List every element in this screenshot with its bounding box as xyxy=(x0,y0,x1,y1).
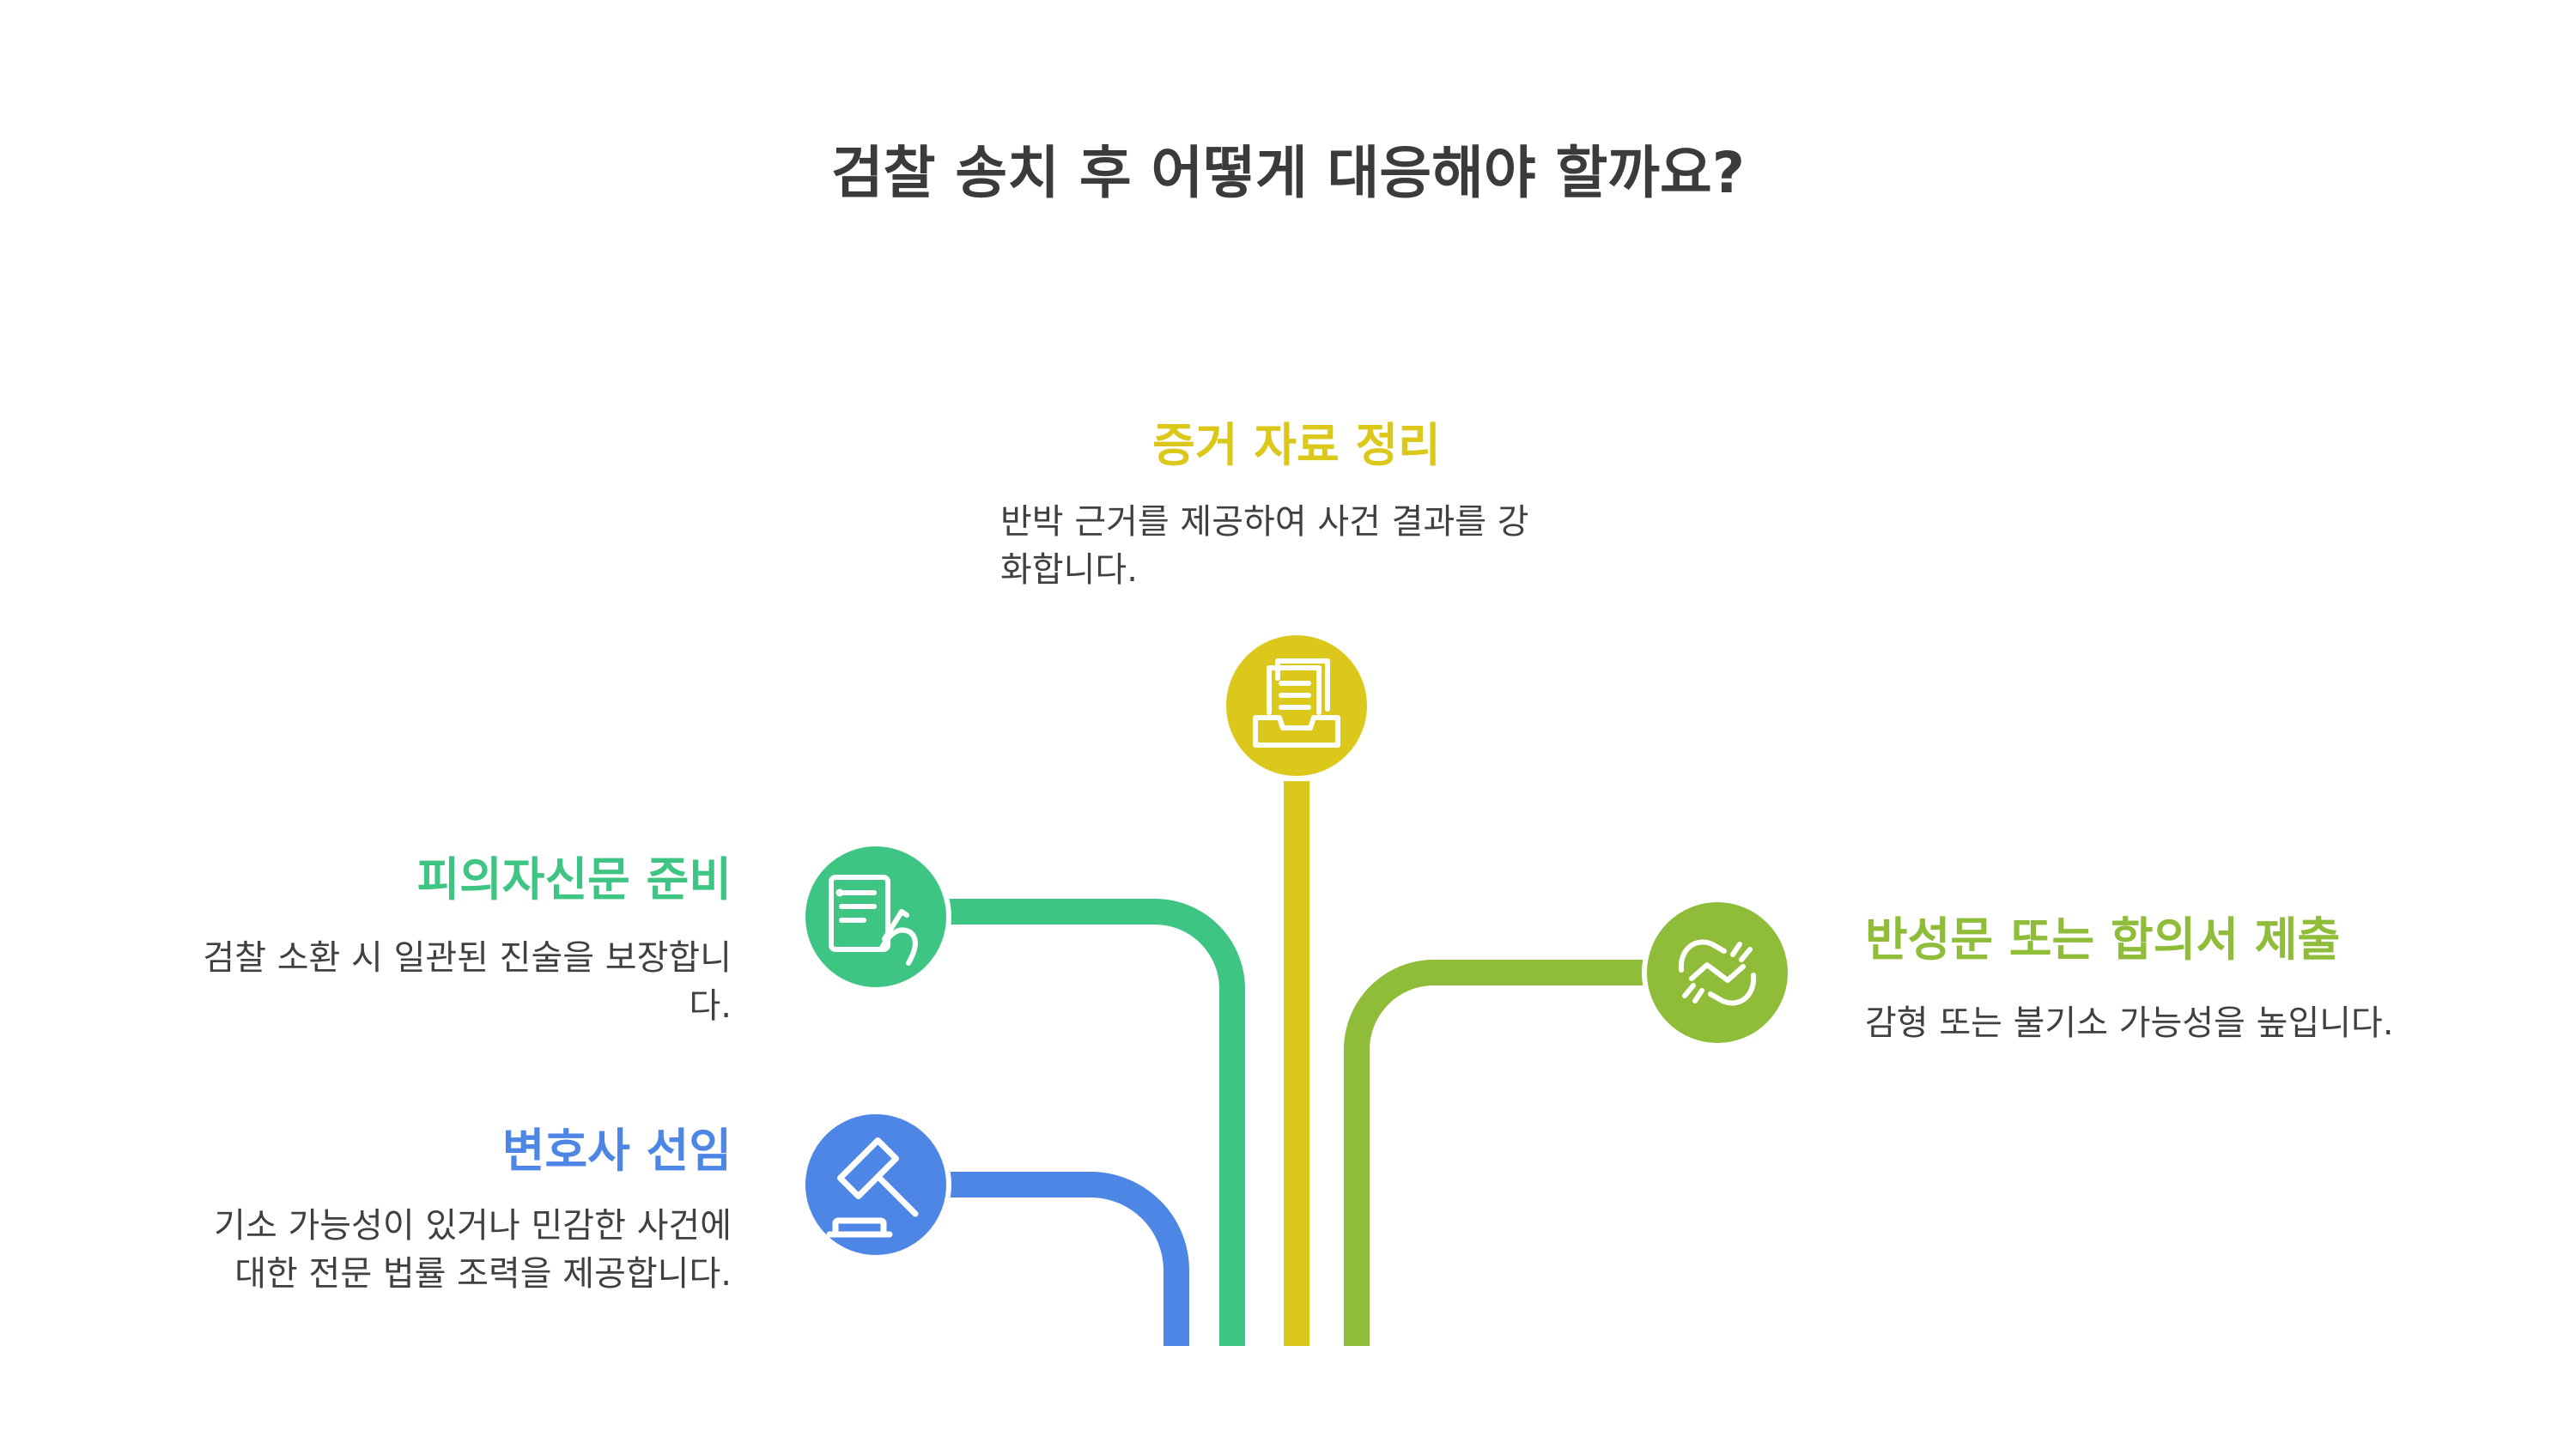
document-tray-icon xyxy=(1253,658,1340,748)
connector-line-remorse xyxy=(1344,960,1650,1346)
heading-evidence: 증거 자료 정리 xyxy=(1152,418,1441,472)
description-line: 감형 또는 불기소 가능성을 높입니다. xyxy=(1865,1003,2394,1043)
node-interrogation xyxy=(800,841,951,992)
description-evidence: 반박 근거를 제공하여 사건 결과를 강 화합니다. xyxy=(1000,498,1653,594)
description-line: 검찰 소환 시 일관된 진술을 보장합니 xyxy=(203,938,732,978)
heading-lawyer: 변호사 선임 xyxy=(501,1124,732,1178)
description-line: 기소 가능성이 있거나 민감한 사건에 xyxy=(214,1206,732,1246)
node-remorse xyxy=(1642,897,1793,1048)
node-evidence xyxy=(1221,630,1372,781)
handshake-icon xyxy=(1678,939,1757,1006)
page-title: 검찰 송치 후 어떻게 대응해야 할까요? xyxy=(831,140,1745,206)
description-interrogation: 검찰 소환 시 일관된 진술을 보장합니 다. xyxy=(86,934,732,1030)
heading-interrogation: 피의자신문 준비 xyxy=(416,852,732,906)
heading-remorse: 반성문 또는 합의서 제출 xyxy=(1865,912,2341,967)
node-lawyer xyxy=(800,1109,951,1260)
node-circle-interrogation xyxy=(800,841,951,992)
description-remorse: 감형 또는 불기소 가능성을 높입니다. xyxy=(1865,999,2552,1047)
gavel-icon xyxy=(826,1137,919,1238)
description-line: 다. xyxy=(689,986,732,1026)
description-lawyer: 기소 가능성이 있거나 민감한 사건에 대한 전문 법률 조력을 제공합니다. xyxy=(86,1202,732,1298)
signing-document-icon xyxy=(829,875,918,966)
description-line: 반박 근거를 제공하여 사건 결과를 강 xyxy=(1000,502,1529,542)
description-line: 화합니다. xyxy=(1000,550,1138,590)
connector-line-interrogation xyxy=(906,899,1245,1346)
connector-line-lawyer xyxy=(876,1172,1189,1346)
description-line: 대한 전문 법률 조력을 제공합니다. xyxy=(234,1254,732,1294)
